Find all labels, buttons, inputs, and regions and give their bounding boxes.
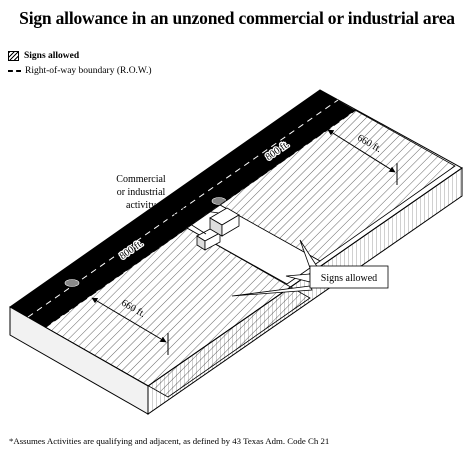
label-commercial-line3: activity xyxy=(126,200,156,211)
label-commercial-line1: Commercial xyxy=(116,174,166,185)
hatch-swatch-icon xyxy=(8,50,19,61)
dimension-660-left xyxy=(91,297,167,343)
industrial-building xyxy=(209,207,240,237)
commercial-leader-lines xyxy=(159,204,220,235)
legend-label-signs-allowed: Signs allowed xyxy=(24,50,80,61)
page-title: Sign allowance in an unzoned commercial … xyxy=(19,8,455,28)
dashed-line-icon xyxy=(8,69,21,72)
dimension-poles xyxy=(87,112,398,355)
label-commercial-line2: or industrial xyxy=(117,187,166,198)
dimension-660-right xyxy=(327,129,396,173)
legend-label-row-boundary: Right-of-way boundary (R.O.W.) xyxy=(25,65,152,76)
legend-item-row-boundary: Right-of-way boundary (R.O.W.) xyxy=(8,63,152,78)
dimension-800-right xyxy=(233,121,321,183)
dimension-800-left xyxy=(89,229,167,285)
legend: Signs allowed Right-of-way boundary (R.O… xyxy=(8,48,152,78)
legend-item-signs-allowed: Signs allowed xyxy=(8,48,152,63)
signs-allowed-callout xyxy=(231,239,389,297)
car-icon xyxy=(64,279,80,287)
footnote: *Assumes Activities are qualifying and a… xyxy=(9,436,330,446)
label-signs-allowed: Signs allowed xyxy=(321,273,377,284)
